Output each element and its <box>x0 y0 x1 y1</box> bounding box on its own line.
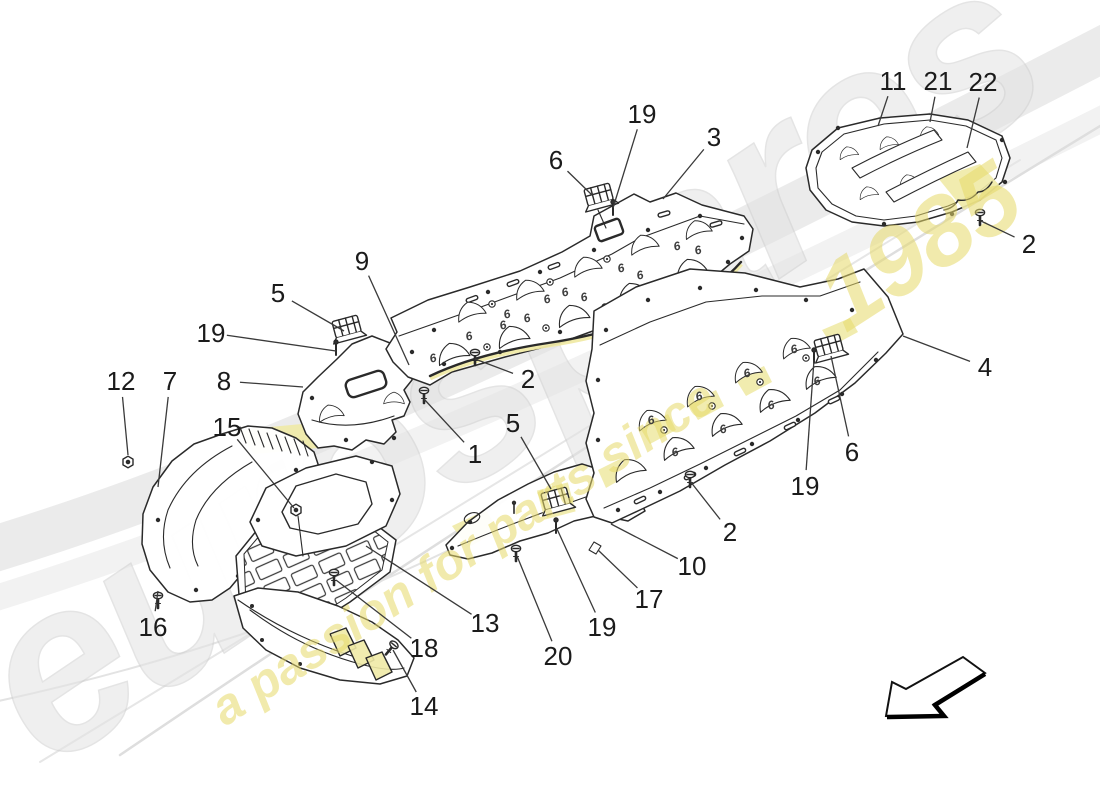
callout-leader-19-20 <box>612 129 638 209</box>
surface-marker-14: 6 <box>742 365 752 380</box>
part-4-underbody-panel <box>585 268 904 524</box>
surface-marker-4: 6 <box>560 284 570 299</box>
callout-leader-12-3 <box>121 396 129 456</box>
callout-leader-16-7 <box>154 590 159 612</box>
surface-marker-11: 6 <box>693 242 703 257</box>
callout-label-5-10: 5 <box>506 408 520 438</box>
callout-leader-17-16 <box>597 549 638 589</box>
callout-label-15-6: 15 <box>213 412 242 442</box>
callout-leader-1-8 <box>423 398 465 443</box>
surface-marker-10: 6 <box>635 267 645 282</box>
part-8-bracket <box>297 335 413 451</box>
surface-marker-18: 6 <box>766 397 776 412</box>
clip-6-top-assembly <box>579 181 620 229</box>
callout-label-19-15: 19 <box>588 612 617 642</box>
callout-label-14-13: 14 <box>410 691 439 721</box>
callout-label-6-19: 6 <box>549 145 563 175</box>
callout-leader-13-11 <box>365 545 472 615</box>
surface-marker-5: 6 <box>616 260 626 275</box>
surface-marker-16: 6 <box>670 444 680 459</box>
callout-leader-2-9 <box>474 358 514 374</box>
callout-leader-11-22 <box>877 95 889 127</box>
callout-leader-8-5 <box>239 381 304 388</box>
callout-leader-18-12 <box>335 579 412 639</box>
callout-label-9-0: 9 <box>355 246 369 276</box>
callout-leader-21-23 <box>929 96 936 123</box>
callout-label-19-2: 19 <box>197 318 226 348</box>
callout-leader-14-13 <box>392 649 417 693</box>
callout-label-19-20: 19 <box>628 99 657 129</box>
callout-leader-5-1 <box>291 300 345 332</box>
callout-leader-3-21 <box>662 148 705 200</box>
callout-label-19-28: 19 <box>791 471 820 501</box>
callout-label-2-18: 2 <box>723 517 737 547</box>
callout-label-2-9: 2 <box>521 364 535 394</box>
surface-marker-17: 6 <box>718 421 728 436</box>
surface-marker-13: 6 <box>694 388 704 403</box>
callout-leader-10-17 <box>610 523 679 560</box>
callout-leader-19-28 <box>805 359 815 471</box>
callout-label-22-24: 22 <box>969 67 998 97</box>
surface-marker-15: 6 <box>789 341 799 356</box>
callout-label-7-4: 7 <box>163 366 177 396</box>
surface-marker-12: 6 <box>646 412 656 427</box>
callout-leader-7-4 <box>157 396 169 488</box>
callout-label-6-27: 6 <box>845 437 859 467</box>
callout-label-5-1: 5 <box>271 278 285 308</box>
callout-label-1-8: 1 <box>468 439 482 469</box>
surface-marker-0: 6 <box>428 350 438 365</box>
callout-leader-2-25 <box>980 220 1015 238</box>
surface-marker-9: 6 <box>579 289 589 304</box>
callout-leader-15-6 <box>236 438 295 509</box>
callout-label-13-11: 13 <box>471 608 500 638</box>
callout-label-8-5: 8 <box>217 366 231 396</box>
rail-22 <box>885 151 977 203</box>
callout-leader-22-24 <box>966 97 980 149</box>
callout-leader-2-18 <box>689 480 721 520</box>
callout-leader-4-26 <box>902 335 971 362</box>
surface-marker-6: 6 <box>672 238 682 253</box>
surface-marker-8: 6 <box>522 310 532 325</box>
part-11-tray <box>805 113 1011 227</box>
surface-marker-2: 6 <box>542 291 552 306</box>
callout-leader-19-15 <box>556 528 596 613</box>
callout-label-21-23: 21 <box>924 66 953 96</box>
callout-label-20-14: 20 <box>544 641 573 671</box>
surface-marker-3: 6 <box>502 306 512 321</box>
surface-marker-1: 6 <box>498 317 508 332</box>
clip-17-icon <box>588 541 602 555</box>
callout-leader-6-27 <box>830 355 850 437</box>
part-lower-lip <box>233 587 415 685</box>
part-7-wheelarch-liner <box>141 424 321 603</box>
surface-marker-19: 6 <box>812 373 822 388</box>
nut-12-icon <box>122 455 134 469</box>
rail-21 <box>851 129 943 179</box>
callout-label-10-17: 10 <box>678 551 707 581</box>
callout-label-2-25: 2 <box>1022 229 1036 259</box>
callout-label-16-7: 16 <box>139 612 168 642</box>
callout-label-4-26: 4 <box>978 352 992 382</box>
callout-leader-6-19 <box>567 170 593 196</box>
callout-label-12-3: 12 <box>107 366 136 396</box>
callout-leader-20-14 <box>516 555 553 642</box>
callout-label-11-22: 11 <box>880 66 907 96</box>
callout-leader-5-10 <box>520 436 552 490</box>
direction-arrow-icon <box>884 655 987 720</box>
callout-label-18-12: 18 <box>410 633 439 663</box>
callout-leader-19-2 <box>226 334 337 352</box>
callout-label-17-16: 17 <box>635 584 664 614</box>
surface-marker-7: 6 <box>464 328 474 343</box>
panel-4-rivet-dots <box>595 285 879 513</box>
callout-leader-9-0 <box>367 275 410 366</box>
callout-label-3-21: 3 <box>707 122 721 152</box>
